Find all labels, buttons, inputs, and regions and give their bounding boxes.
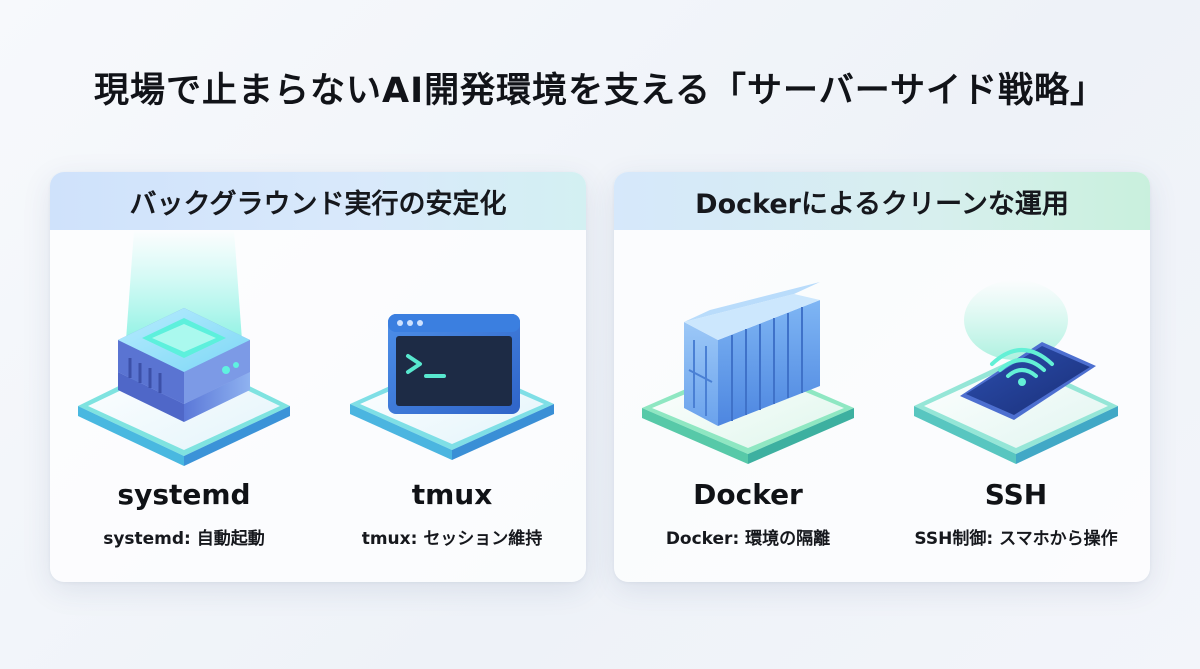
item-description: SSH制御: スマホから操作 [914, 529, 1118, 549]
item-systemd: systemd systemd: 自動起動 [50, 230, 318, 582]
shipping-container-icon [642, 282, 854, 464]
panel-docker-operations: Dockerによるクリーンな運用 [614, 172, 1150, 582]
item-name: systemd [117, 478, 251, 511]
terminal-window-icon [350, 314, 554, 460]
item-name: tmux [411, 478, 493, 511]
item-docker: Docker Docker: 環境の隔離 [614, 230, 882, 582]
server-box-icon [78, 230, 290, 466]
item-description: systemd: 自動起動 [103, 529, 265, 549]
item-tmux: tmux tmux: セッション維持 [318, 230, 586, 582]
item-description: Docker: 環境の隔離 [665, 529, 831, 549]
item-name: SSH [984, 478, 1048, 511]
item-description: tmux: セッション維持 [361, 529, 543, 549]
panel-background-execution: バックグラウンド実行の安定化 [50, 172, 586, 582]
smartphone-wifi-icon [914, 280, 1118, 464]
item-name: Docker [693, 478, 803, 511]
page-title: 現場で止まらないAI開発環境を支える「サーバーサイド戦略」 [93, 71, 1106, 111]
panel-header: バックグラウンド実行の安定化 [50, 172, 586, 230]
item-ssh: SSH SSH制御: スマホから操作 [882, 230, 1150, 582]
panel-header: Dockerによるクリーンな運用 [614, 172, 1150, 230]
